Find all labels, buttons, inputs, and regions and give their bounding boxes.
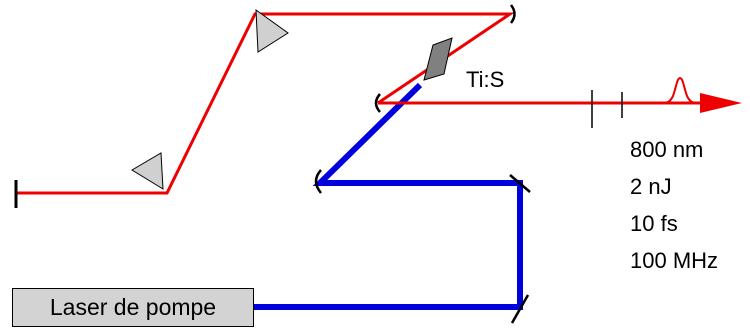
- output-arrowhead: [700, 93, 742, 113]
- prism-upper: [255, 8, 289, 53]
- prism-lower: [131, 152, 164, 190]
- pump-mirror-top: [509, 174, 531, 193]
- spec-energy: 2 nJ: [630, 174, 672, 199]
- pump-laser-box: Laser de pompe: [12, 288, 254, 327]
- spec-wavelength: 800 nm: [630, 137, 703, 162]
- spec-duration: 10 fs: [630, 211, 678, 236]
- output-pulse-icon: [659, 76, 701, 104]
- pump-beam: [252, 82, 523, 310]
- ti-sapphire-crystal: [423, 37, 453, 81]
- top-right-mirror: [509, 4, 516, 24]
- crystal-label: Ti:S: [466, 67, 504, 92]
- pump-mirror-bottom: [510, 294, 530, 324]
- spec-repetition-rate: 100 MHz: [630, 248, 718, 273]
- curved-mirror-lower: [314, 169, 322, 194]
- cavity-beam: [16, 12, 515, 195]
- curved-mirror-upper: [374, 93, 381, 113]
- pump-laser-label: Laser de pompe: [49, 294, 217, 320]
